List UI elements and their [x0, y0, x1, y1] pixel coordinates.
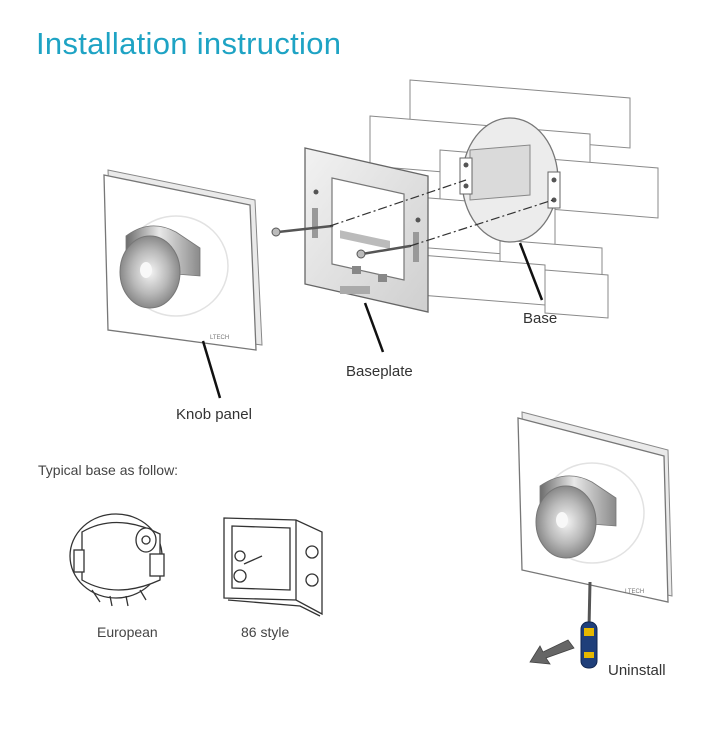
86-style-base-illustration [224, 518, 322, 616]
label-uninstall: Uninstall [608, 662, 666, 679]
base-illustration [460, 118, 560, 242]
arrow-down-left-icon [530, 640, 574, 664]
typical-base-heading: Typical base as follow: [38, 462, 178, 478]
label-base: Base [523, 310, 557, 327]
label-european: European [97, 624, 158, 640]
label-baseplate: Baseplate [346, 363, 413, 380]
svg-text:LTECH: LTECH [625, 589, 644, 595]
knob-panel-illustration: LTECH [104, 170, 262, 350]
screwdriver-icon [581, 582, 597, 668]
baseplate-illustration [305, 148, 428, 312]
european-base-illustration [70, 514, 164, 606]
label-knob-panel: Knob panel [176, 406, 252, 423]
label-86-style: 86 style [241, 624, 289, 640]
uninstall-panel-illustration: LTECH [518, 412, 672, 602]
brand-mark: LTECH [210, 335, 229, 341]
